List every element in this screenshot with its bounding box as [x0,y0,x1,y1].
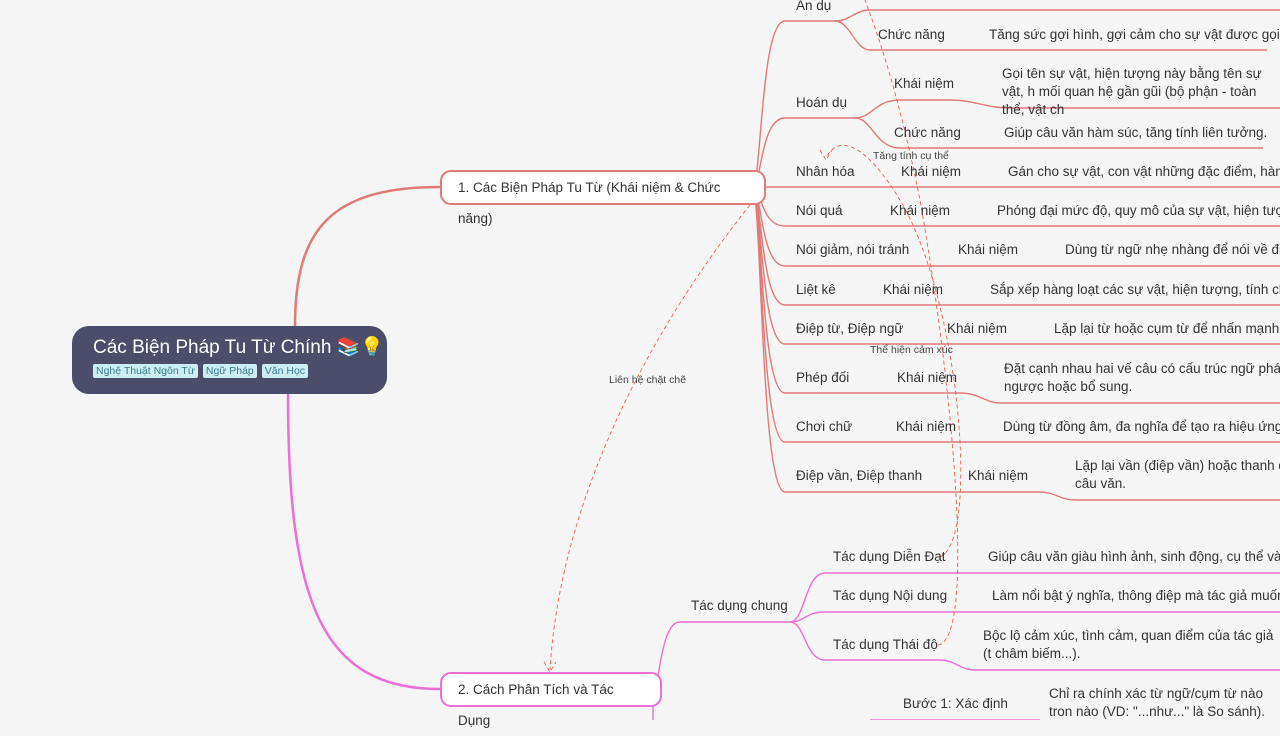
description[interactable]: Chỉ ra chính xác từ ngữ/cụm từ nào tron … [1049,686,1265,719]
subtopic[interactable]: Tác dụng Thái độ [833,637,938,652]
description[interactable]: Dùng từ ngữ nhẹ nhàng để nói về điề [1065,242,1280,257]
description[interactable]: Phóng đại mức độ, quy mô của sự vật, hiệ… [997,203,1280,218]
relation-label[interactable]: Thể hiện cảm xúc [870,344,953,356]
relation-line-2 [825,144,962,558]
topic-choi-chu[interactable]: Chơi chữ [796,419,853,434]
description[interactable]: Dùng từ đồng âm, đa nghĩa để tạo ra hiệu… [1003,419,1280,434]
books-lightbulb-icon: 📚💡 [336,337,384,358]
branch-node-1[interactable]: 1. Các Biện Pháp Tu Từ (Khái niệm & Chức… [440,170,766,226]
subtopic[interactable]: Tác dụng Diễn Đạt [833,549,946,564]
relation-line-1 [549,204,751,671]
topic-hoan-du[interactable]: Hoán dụ [796,95,848,110]
topic-noi-giam[interactable]: Nói giảm, nói tránh [796,242,910,257]
subtopic[interactable]: Khái niệm [901,164,962,179]
subtopic[interactable]: Khái niệm [883,282,944,297]
description[interactable]: Lặp lại từ hoặc cụm từ để nhấn mạnh ý [1054,321,1280,336]
topic-phep-doi[interactable]: Phép đối [796,370,850,385]
relation-label[interactable]: Tăng tính cụ thể [873,150,949,162]
description[interactable]: Giúp câu văn giàu hình ảnh, sinh động, c… [988,549,1280,564]
description[interactable]: Lặp lại vần (điệp vần) hoặc thanh đ câu … [1075,458,1280,491]
subtopic[interactable]: Khái niệm [968,468,1029,483]
root-title: Các Biện Pháp Tu Từ Chính 📚💡 [93,337,384,358]
topic-diep-tu[interactable]: Điệp từ, Điệp ngữ [796,321,904,336]
subtopic[interactable]: Tác dụng Nội dung [833,588,948,603]
tag[interactable]: Nghệ Thuật Ngôn Từ [93,364,198,378]
subtopic[interactable]: Khái niệm [958,242,1019,257]
subtopic[interactable]: Chức năng [894,125,961,140]
description[interactable]: Tăng sức gợi hình, gợi cảm cho sự vật đư… [989,27,1280,42]
root-node[interactable]: Các Biện Pháp Tu Từ Chính 📚💡 Nghệ Thuật … [72,326,387,394]
topic-an-du[interactable]: Ẩn dụ [796,0,832,13]
root-tags: Nghệ Thuật Ngôn Từ Ngữ Pháp Văn Học [93,364,387,378]
topic-liet-ke[interactable]: Liệt kê [796,282,836,297]
subtopic[interactable]: Khái niệm [894,76,955,91]
subtopic[interactable]: Khái niệm [947,321,1008,336]
tag[interactable]: Văn Học [261,364,309,378]
subtopic[interactable]: Khái niệm [897,370,958,385]
topic-tac-dung-chung[interactable]: Tác dụng chung [691,598,788,613]
topic-nhan-hoa[interactable]: Nhân hóa [796,164,855,179]
description[interactable]: Đặt cạnh nhau hai vế câu có cấu trúc ngữ… [1004,361,1280,394]
description[interactable]: Bộc lộ cảm xúc, tình cảm, quan điểm của … [983,628,1274,661]
subtopic[interactable]: Khái niệm [890,203,951,218]
tag[interactable]: Ngữ Pháp [202,364,257,378]
topic-diep-van[interactable]: Điệp vần, Điệp thanh [796,468,923,483]
description[interactable]: Sắp xếp hàng loạt các sự vật, hiện tượng… [990,282,1280,297]
topic-noi-qua[interactable]: Nói quá [796,203,843,218]
description[interactable]: Làm nổi bật ý nghĩa, thông điệp mà tác g… [992,588,1280,603]
branch-node-2[interactable]: 2. Cách Phân Tích và Tác Dụng [440,672,662,728]
relation-label[interactable]: Liên hệ chặt chẽ [609,374,687,386]
subtopic[interactable]: Khái niệm [896,419,957,434]
description[interactable]: Giúp câu văn hàm súc, tăng tính liên tưở… [1004,125,1268,140]
description[interactable]: Gán cho sự vật, con vật những đặc điểm, … [1008,164,1280,179]
description[interactable]: Gọi tên sự vật, hiện tượng này bằng tên … [1002,66,1262,117]
topic-buoc-1[interactable]: Bước 1: Xác định [903,696,1008,711]
subtopic[interactable]: Chức năng [878,27,945,42]
